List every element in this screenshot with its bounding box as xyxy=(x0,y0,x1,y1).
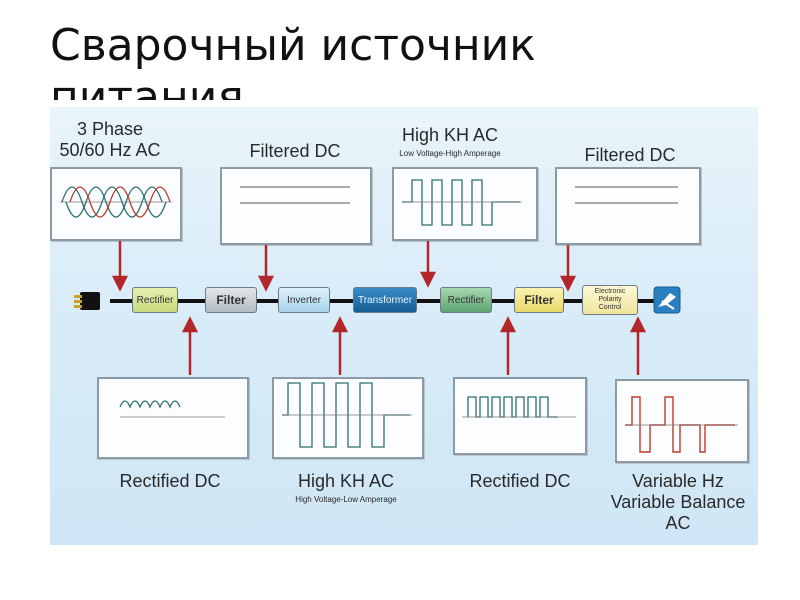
slide-title-line-1: Сварочный источник xyxy=(50,20,536,71)
block-filter-2: Filter xyxy=(514,287,564,313)
polarity-line-3: Control xyxy=(598,304,622,311)
three-phase-waveform xyxy=(60,186,172,218)
label-filtered-dc-top-1: Filtered DC xyxy=(249,141,341,161)
label-variable-ac-line-1: Variable Hz xyxy=(632,471,724,491)
block-rectifier-2: Rectifier xyxy=(440,287,492,313)
phase-c-wave xyxy=(69,186,171,218)
label-high-kh-ac-top: High KH AC xyxy=(401,125,499,145)
label-three-phase: 3 Phase 50/60 Hz AC xyxy=(50,119,170,161)
label-three-phase-line-1: 3 Phase xyxy=(76,119,144,139)
panel-three-phase-ac xyxy=(50,167,182,241)
panel-high-kh-ac-low-voltage xyxy=(392,167,538,241)
block-electronic-polarity-control: Electronic Polarity Control xyxy=(582,285,638,315)
polarity-line-2: Polarity xyxy=(598,296,622,303)
welding-torch-icon xyxy=(653,286,681,314)
label-three-phase-line-2: 50/60 Hz AC xyxy=(59,140,161,160)
block-inverter: Inverter xyxy=(278,287,330,313)
label-variable-ac-line-2: Variable Balance xyxy=(610,492,746,512)
label-high-kh-ac-bottom: High KH AC xyxy=(297,471,395,491)
arrows-down xyxy=(111,241,577,292)
label-rectified-dc-bottom-2: Rectified DC xyxy=(469,471,571,491)
rectified-dc-1-waveform xyxy=(119,400,181,409)
label-high-kh-ac-top-sub: Low Voltage-High Amperage xyxy=(399,149,501,158)
slide-title: Сварочный источник питания xyxy=(50,20,536,100)
panel-rectified-dc-1 xyxy=(97,377,249,459)
slide-title-line-2: питания xyxy=(50,72,244,100)
welding-power-source-diagram: 3 Phase 50/60 Hz AC Filtered DC High KH … xyxy=(50,107,758,545)
power-plug-icon xyxy=(74,292,100,310)
label-filtered-dc-top-2: Filtered DC xyxy=(584,145,676,165)
filtered-dc-2-waveform xyxy=(575,186,678,204)
rectified-dc-2-waveform xyxy=(467,396,558,418)
phase-b-wave xyxy=(65,186,167,218)
panel-filtered-dc-1 xyxy=(220,167,372,245)
label-variable-ac: Variable Hz Variable Balance AC xyxy=(598,471,758,534)
arrows-up xyxy=(181,316,647,375)
label-rectified-dc-bottom-1: Rectified DC xyxy=(119,471,221,491)
block-rectifier-1: Rectifier xyxy=(132,287,178,313)
square-wave-low-voltage xyxy=(402,179,520,226)
phase-a-wave xyxy=(61,186,163,218)
label-variable-ac-line-3: AC xyxy=(665,513,691,533)
panel-filtered-dc-2 xyxy=(555,167,701,245)
panel-variable-ac xyxy=(615,379,749,463)
polarity-line-1: Electronic xyxy=(594,288,626,295)
block-filter-1: Filter xyxy=(205,287,257,313)
label-high-kh-ac-bottom-sub: High Voltage-Low Amperage xyxy=(295,495,397,504)
filtered-dc-1-waveform xyxy=(240,186,350,204)
panel-rectified-dc-2 xyxy=(453,377,587,455)
variable-ac-waveform xyxy=(625,396,735,453)
block-transformer: Transformer xyxy=(353,287,417,313)
